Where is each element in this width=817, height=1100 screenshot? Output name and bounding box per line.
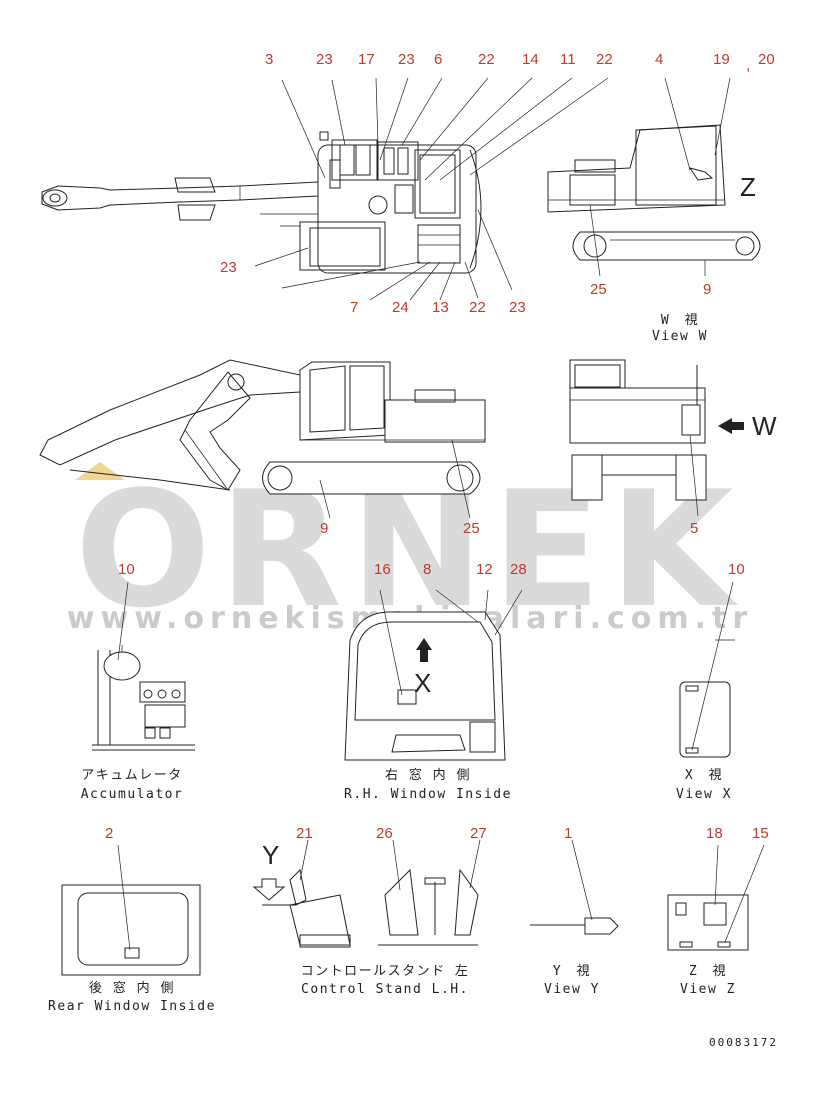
callout-10: 10	[118, 561, 135, 578]
callout-23: 23	[220, 259, 237, 276]
view-x-caption-en: View X	[676, 787, 732, 802]
view-w-machine	[547, 77, 761, 277]
view-z-caption-jp: Z 視	[689, 964, 727, 979]
callout-24: 24	[392, 299, 409, 316]
callout-23: 23	[398, 51, 415, 68]
callout-23: 23	[316, 51, 333, 68]
callout-21: 21	[296, 825, 313, 842]
view-y-labels: 1 Y 視 View Y	[544, 825, 600, 997]
rear-window-detail	[61, 844, 201, 976]
view-z-detail	[667, 844, 765, 951]
callout-10: 10	[728, 561, 745, 578]
view-w-arrow-label: W	[752, 411, 777, 441]
view-x-labels: 10 X 視 View X	[676, 561, 745, 802]
accumulator-caption-jp: アキュムレータ	[81, 768, 183, 783]
rear-window-caption-jp: 後 窓 内 側	[89, 980, 175, 996]
callout-27: 27	[470, 825, 487, 842]
callout-20: 20	[758, 51, 775, 68]
callout-23: 23	[509, 299, 526, 316]
view-w-arrow-icon	[718, 418, 744, 434]
view-x-arrow-label: X	[414, 668, 431, 698]
view-x-arrow-icon	[416, 638, 432, 662]
view-z-arrow-label: Z	[740, 172, 756, 202]
callout-22: 22	[596, 51, 613, 68]
callout-8: 8	[423, 561, 431, 578]
callout-4: 4	[655, 51, 663, 68]
top-view-excavator	[41, 77, 609, 301]
accumulator-caption-en: Accumulator	[81, 787, 184, 802]
rh-window-cab	[344, 589, 523, 761]
view-w-caption-en: View W	[652, 329, 708, 344]
callout-1: 1	[564, 825, 572, 842]
accumulator-labels: 10 アキュムレータ Accumulator	[81, 561, 184, 802]
view-x-detail	[679, 581, 735, 758]
view-z-labels: 18 15 Z 視 View Z	[680, 825, 769, 997]
callout-6: 6	[434, 51, 442, 68]
control-stand-labels: 21 26 27 Y コントロールスタンド 左 Control Stand L.…	[262, 825, 487, 997]
callout-11: 11	[560, 51, 576, 68]
top-view-callouts: 3 23 17 23 6 22 14 11 22 23 7 24 13 22 2…	[220, 51, 613, 316]
callout-3: 3	[265, 51, 273, 68]
rear-view-callouts: W 5	[690, 411, 777, 537]
callout-16: 16	[374, 561, 391, 578]
rh-window-caption-en: R.H. Window Inside	[344, 787, 512, 802]
control-stand-caption-jp: コントロールスタンド 左	[301, 964, 470, 979]
callout-28: 28	[510, 561, 527, 578]
view-x-caption-jp: X 視	[685, 768, 723, 783]
callout-9: 9	[703, 281, 711, 298]
callout-26: 26	[376, 825, 393, 842]
callout-25: 25	[463, 520, 480, 537]
callout-9: 9	[320, 520, 328, 537]
rh-window-labels: 16 8 12 28 X 右 窓 内 側 R.H. Window Inside	[344, 561, 527, 802]
callout-12: 12	[476, 561, 493, 578]
watermark-logo-mark	[75, 462, 125, 480]
side-view-callouts: 9 25	[320, 520, 480, 537]
control-stand-caption-en: Control Stand L.H.	[301, 982, 469, 997]
callout-7: 7	[350, 299, 358, 316]
control-stand-detail	[252, 839, 481, 948]
callout-22: 22	[478, 51, 495, 68]
side-view-excavator	[39, 359, 486, 519]
document-number: 00083172	[709, 1036, 778, 1049]
callout-22: 22	[469, 299, 486, 316]
view-y-caption-en: View Y	[544, 982, 600, 997]
rh-window-caption-jp: 右 窓 内 側	[385, 767, 471, 783]
view-y-detail	[530, 839, 619, 935]
rear-window-labels: 2 後 窓 内 側 Rear Window Inside	[48, 825, 216, 1014]
callout-comma: ,	[746, 57, 750, 74]
callout-19: 19	[713, 51, 730, 68]
callout-25: 25	[590, 281, 607, 298]
callout-15: 15	[752, 825, 769, 842]
callout-18: 18	[706, 825, 723, 842]
view-y-caption-jp: Y 視	[553, 964, 591, 979]
view-w-caption-jp: W 視	[661, 313, 699, 328]
callout-17: 17	[358, 51, 375, 68]
callout-5: 5	[690, 520, 698, 537]
view-z-caption-en: View Z	[680, 982, 736, 997]
rear-window-caption-en: Rear Window Inside	[48, 999, 216, 1014]
rear-view-machine	[569, 359, 744, 517]
callout-2: 2	[105, 825, 113, 842]
view-y-arrow-label: Y	[262, 840, 279, 870]
view-w-callouts: 4 19 , 20 25 9 Z W 視 View W	[590, 51, 775, 344]
callout-14: 14	[522, 51, 539, 68]
accumulator-detail	[92, 581, 195, 751]
callout-13: 13	[432, 299, 449, 316]
